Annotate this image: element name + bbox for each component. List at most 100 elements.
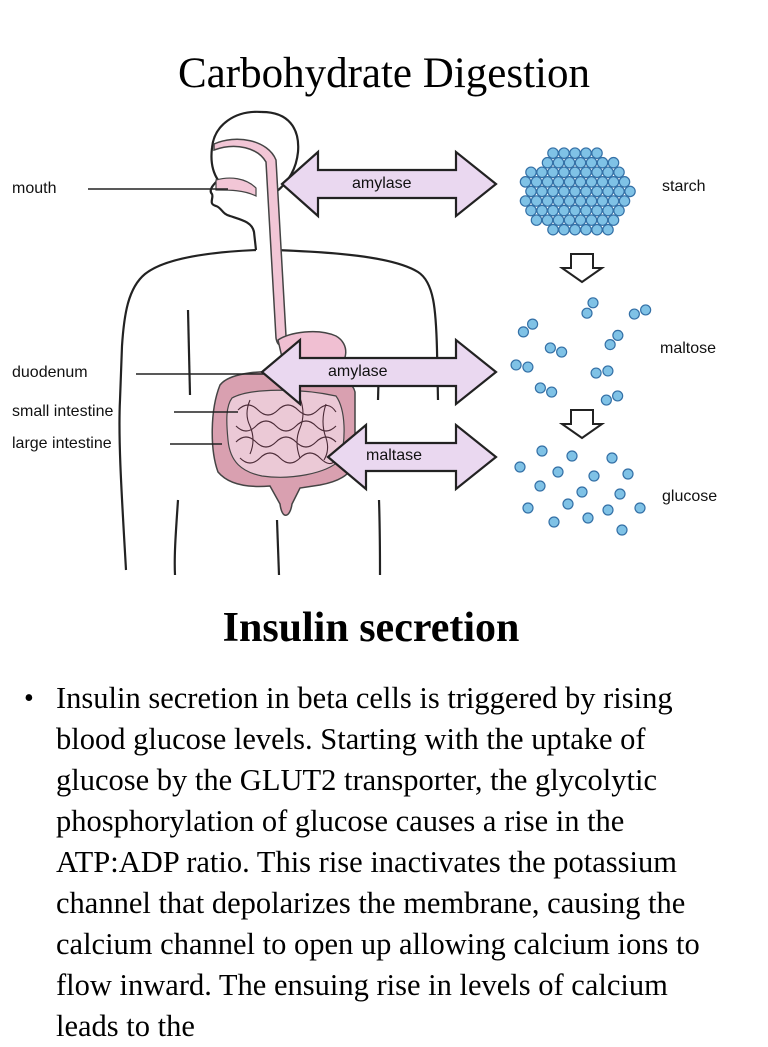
molecule-bead xyxy=(602,204,614,217)
molecule-bead xyxy=(582,512,594,524)
molecule-bead xyxy=(569,147,581,159)
molecule-bead xyxy=(580,166,592,179)
molecule-bead xyxy=(607,176,620,188)
molecule-bead xyxy=(585,176,598,188)
molecule-bead xyxy=(576,486,588,498)
small-intestine xyxy=(226,389,345,478)
molecule-bead xyxy=(558,185,570,198)
enzyme-label-amylase-duodenum: amylase xyxy=(328,363,388,380)
down-arrow-maltose-glucose xyxy=(558,409,606,440)
bullet-list: • Insulin secretion in beta cells is tri… xyxy=(24,678,746,1047)
arrow-amylase-mouth xyxy=(280,149,498,219)
molecule-bead xyxy=(558,204,570,217)
molecule-bead xyxy=(591,204,603,217)
molecule-bead xyxy=(600,394,612,406)
molecule-bead xyxy=(574,156,587,169)
label-small-intestine: small intestine xyxy=(12,403,114,420)
molecule-bead xyxy=(541,195,554,207)
molecule-bead xyxy=(558,223,570,236)
molecule-bead xyxy=(525,166,537,179)
product-label-maltose: maltose xyxy=(660,340,717,357)
molecule-bead xyxy=(624,185,636,198)
bullet-item: • Insulin secretion in beta cells is tri… xyxy=(24,678,746,1047)
molecule-bead xyxy=(536,204,548,217)
bullet-text: Insulin secretion in beta cells is trigg… xyxy=(56,681,700,1043)
molecule-bead xyxy=(580,223,592,236)
molecule-bead xyxy=(614,488,626,500)
molecule-bead xyxy=(616,524,628,536)
esophagus xyxy=(213,138,287,347)
molecule-bead xyxy=(526,318,539,330)
molecule-bead xyxy=(534,480,546,492)
digestion-illustration xyxy=(88,110,652,576)
molecule-bead xyxy=(569,185,581,198)
molecule-bead xyxy=(556,346,568,358)
molecule-bead xyxy=(580,147,592,159)
molecule-bead xyxy=(618,176,631,188)
molecule-bead xyxy=(541,156,554,169)
arrow-maltase xyxy=(326,422,498,492)
molecule-bead xyxy=(602,504,614,516)
molecule-bead xyxy=(530,195,543,207)
starch-molecule xyxy=(519,147,636,236)
molecule-bead xyxy=(596,214,609,226)
molecule-bead xyxy=(591,185,603,198)
molecule-bead xyxy=(541,176,554,188)
molecule-bead xyxy=(612,390,624,402)
molecule-bead xyxy=(587,297,599,309)
molecule-bead xyxy=(596,195,609,207)
molecule-bead xyxy=(580,185,592,198)
molecule-bead xyxy=(613,204,625,217)
molecule-bead xyxy=(525,204,537,217)
molecule-bead xyxy=(602,166,614,179)
intestine-coils xyxy=(235,397,337,465)
molecule-bead xyxy=(618,195,631,207)
molecule-bead xyxy=(604,338,616,351)
digestion-diagram: mouth duodenum small intestine large int… xyxy=(0,100,768,580)
molecule-bead xyxy=(581,307,593,319)
slide-title: Carbohydrate Digestion xyxy=(178,50,590,97)
molecule-bead xyxy=(547,185,559,198)
arrow-amylase-duodenum xyxy=(260,337,498,407)
molecule-bead xyxy=(585,156,598,169)
molecule-bead xyxy=(566,450,578,462)
molecule-bead xyxy=(569,204,581,217)
molecule-bead xyxy=(596,156,609,169)
molecule-bead xyxy=(563,156,576,169)
molecule-bead xyxy=(574,214,587,226)
product-label-starch: starch xyxy=(662,178,706,195)
molecule-bead xyxy=(541,214,554,226)
glucose-molecules xyxy=(514,445,646,536)
label-mouth: mouth xyxy=(12,180,57,197)
molecule-bead xyxy=(522,361,534,373)
tongue xyxy=(215,177,257,197)
molecule-bead xyxy=(590,367,602,379)
down-arrow-starch-maltose xyxy=(558,253,606,284)
molecule-bead xyxy=(510,359,522,371)
molecule-bead xyxy=(602,365,614,377)
molecule-bead xyxy=(514,461,526,473)
molecule-bead xyxy=(544,342,556,354)
molecule-bead xyxy=(591,223,603,236)
molecule-bead xyxy=(585,214,598,226)
molecule-bead xyxy=(552,195,565,207)
molecule-bead xyxy=(536,185,548,198)
molecule-bead xyxy=(552,466,564,478)
molecule-bead xyxy=(558,147,570,159)
molecule-bead xyxy=(519,176,532,188)
molecule-bead xyxy=(547,166,559,179)
molecule-bead xyxy=(588,470,600,482)
molecule-bead xyxy=(552,214,565,226)
molecule-bead xyxy=(574,176,587,188)
molecule-bead xyxy=(569,166,581,179)
molecule-bead xyxy=(591,147,603,159)
molecule-bead xyxy=(607,156,620,169)
bullet-dot: • xyxy=(24,683,34,714)
enzyme-arrows xyxy=(260,149,498,492)
molecule-bead xyxy=(558,166,570,179)
label-large-intestine: large intestine xyxy=(12,435,112,452)
molecule-bead xyxy=(613,166,625,179)
molecule-bead xyxy=(622,468,634,480)
molecule-bead xyxy=(547,204,559,217)
enzyme-label-maltase: maltase xyxy=(366,447,423,464)
